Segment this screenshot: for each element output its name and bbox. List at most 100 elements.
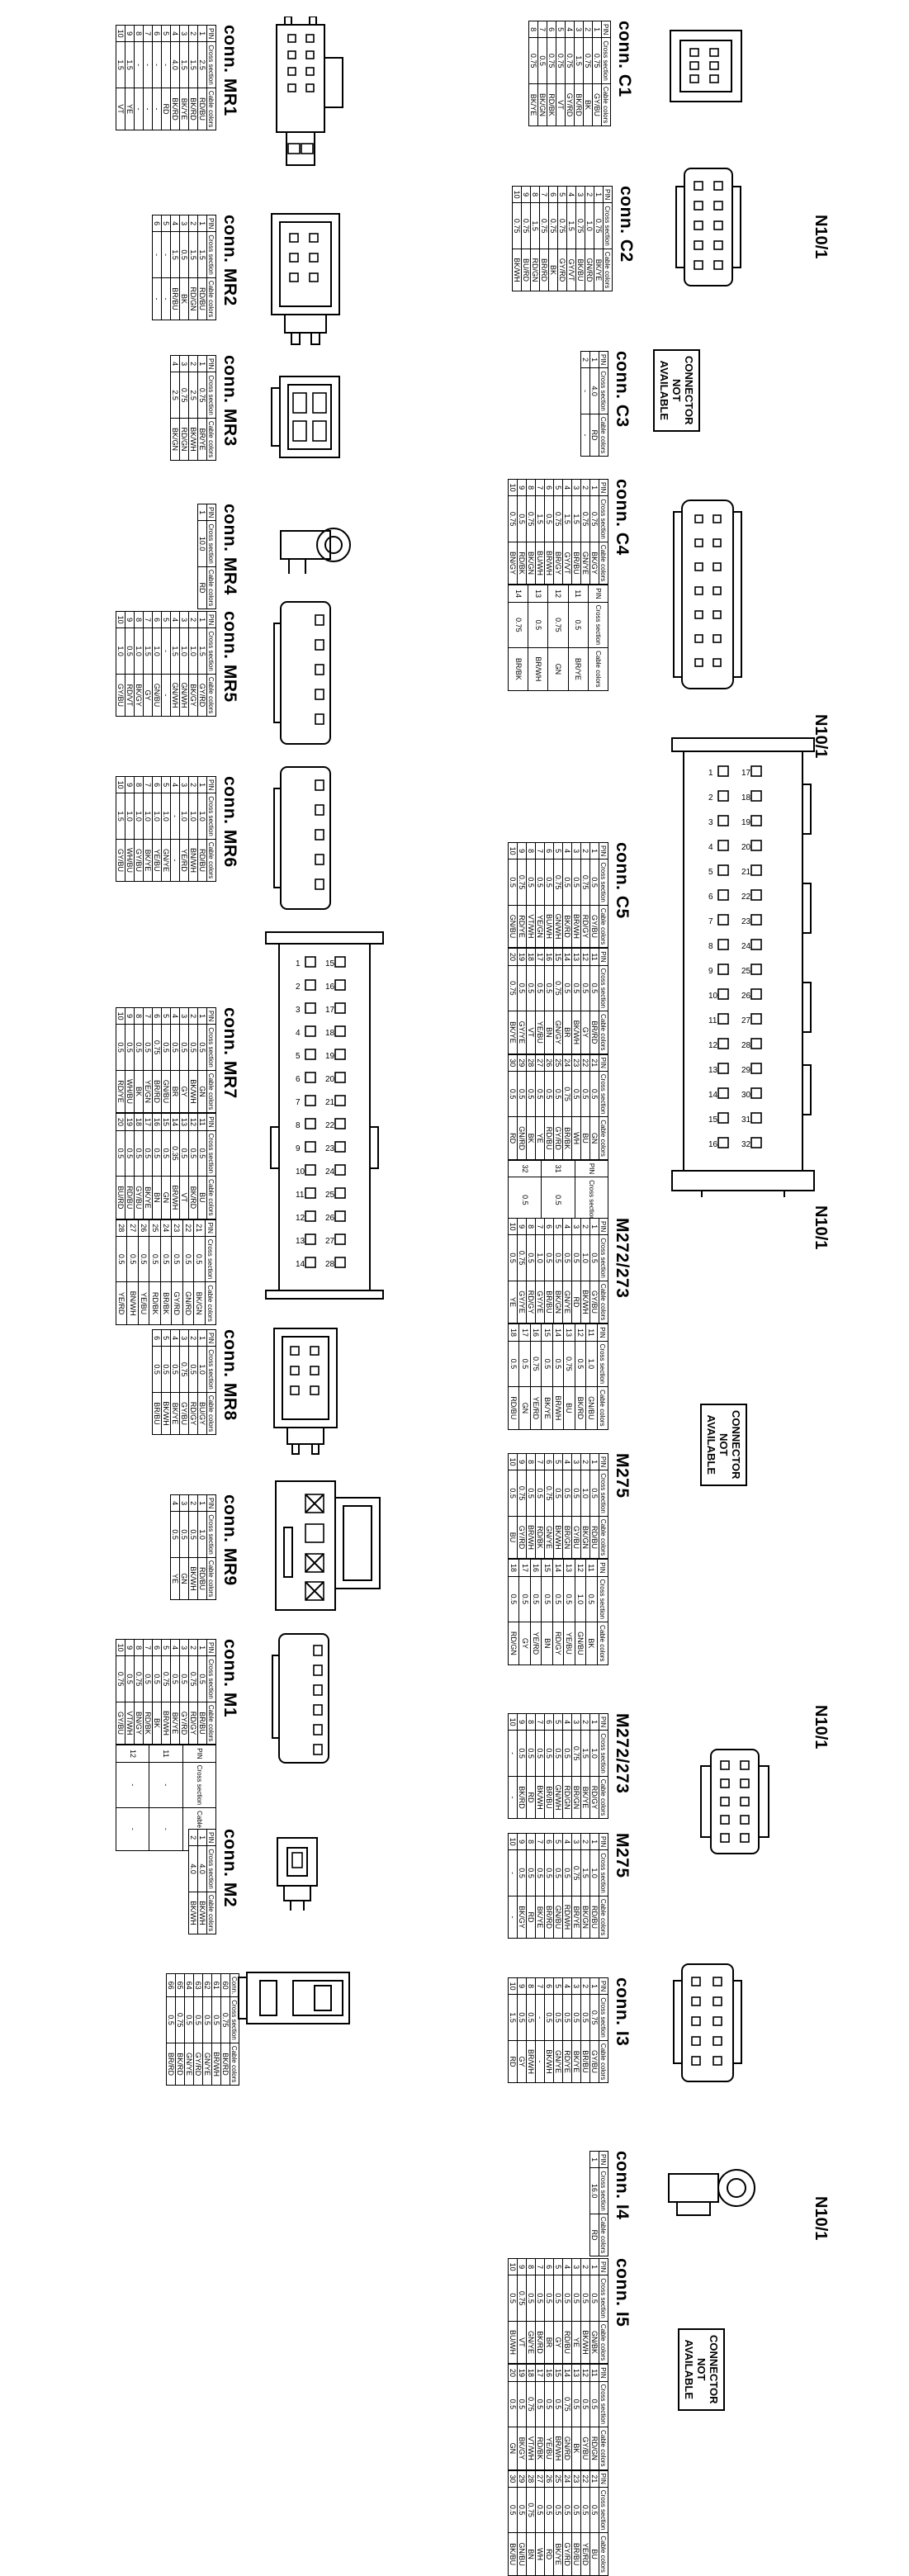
cable-color: BK/GN xyxy=(553,1281,563,1324)
cable-color: BK/YE xyxy=(170,1392,180,1435)
pin-table-header-cell: Cable colors xyxy=(599,1116,608,1160)
cable-color: RD/GY xyxy=(188,1702,198,1745)
pin-table-header-cell: PIN xyxy=(206,25,216,42)
pin-number-label: 16 xyxy=(708,1140,718,1149)
cross-section: 0.75 xyxy=(175,1996,185,2043)
pin-cavity xyxy=(717,864,729,876)
pin-table-header-cell: Cross section xyxy=(206,1511,216,1558)
cable-color: GY xyxy=(179,1070,189,1113)
pin-table-header-cell: Cable colors xyxy=(599,1776,608,1819)
pin-number-label: 10 xyxy=(708,992,718,1001)
pin-number: 11 xyxy=(149,1745,183,1763)
pin-table-header-cell: PIN xyxy=(599,842,608,859)
pin-number: 2 xyxy=(580,1833,590,1850)
pin-cavity xyxy=(334,1049,346,1060)
cross-section: 0.5 xyxy=(143,1655,153,1702)
cross-section: 0.5 xyxy=(589,1470,599,1517)
pin-number: 1 xyxy=(589,351,599,368)
cable-color: BU xyxy=(508,1516,518,1559)
pin-number: 4 xyxy=(170,1639,180,1656)
cross-section: 1.0 xyxy=(589,1730,599,1777)
cable-color: BK/WH xyxy=(512,249,522,291)
connector-c2-drawing xyxy=(675,168,741,286)
pin-cavity xyxy=(750,1112,762,1124)
connector-title: conn. C1 xyxy=(615,21,634,97)
pin-cavity xyxy=(694,634,703,643)
pin-cavity xyxy=(713,586,722,595)
pin-table-header-cell: Cable colors xyxy=(206,1557,216,1600)
cross-section: 0.5 xyxy=(571,2381,581,2427)
pin-table-header-cell: Cross section xyxy=(599,1234,608,1281)
cross-section: 0.5 xyxy=(197,1655,207,1702)
cross-section: 0.5 xyxy=(541,1177,575,1224)
cross-section: 2.5 xyxy=(188,372,198,419)
cable-color: BK/YE xyxy=(170,1702,180,1745)
pin-table-header-cell: Cable colors xyxy=(206,1702,216,1745)
pin-number: 2 xyxy=(188,25,198,42)
cable-color: BR/RD xyxy=(544,1896,554,1939)
cable-color: GY xyxy=(519,1622,531,1665)
cross-section: 0.75 xyxy=(517,1470,527,1517)
pin-table-header-cell: Cross section xyxy=(599,1470,608,1517)
cable-color: BR/WH xyxy=(552,1386,564,1430)
cable-color: BK xyxy=(571,2427,581,2470)
pin-number: 2 xyxy=(188,776,198,793)
cable-color: BK/WH xyxy=(544,2040,554,2083)
pin-number-label: 1 xyxy=(708,769,713,778)
pin-cavity xyxy=(305,1049,316,1060)
pin-number: 3 xyxy=(179,25,189,42)
pin-number: 2 xyxy=(188,1639,198,1656)
pin-number: 10 xyxy=(116,25,125,42)
pin-cavity xyxy=(717,964,729,975)
na-line: CONNECTOR xyxy=(683,356,695,425)
pin-number: 18 xyxy=(508,1324,519,1342)
cross-section: 0.75 xyxy=(508,495,518,542)
cable-color: - xyxy=(508,1776,518,1819)
pin-cavity xyxy=(315,689,324,700)
cross-section: 0.5 xyxy=(182,1236,194,1282)
cable-color: GY xyxy=(143,674,153,717)
pin-cavity xyxy=(313,1664,323,1676)
pin-number: 15 xyxy=(553,2364,563,2382)
pin-cavity xyxy=(305,1187,316,1199)
cable-color: - xyxy=(116,1807,149,1851)
pin-number: 3 xyxy=(575,186,585,203)
cross-section: 1.0 xyxy=(585,1341,598,1387)
cable-color: - xyxy=(170,839,180,882)
pin-cavity xyxy=(313,1645,323,1656)
pin-number: 10 xyxy=(508,1713,518,1731)
pin-number: 29 xyxy=(517,1054,527,1072)
pin-number: 2 xyxy=(188,1007,198,1025)
cable-color: GN/RD xyxy=(562,2427,572,2470)
pin-number-label: 26 xyxy=(741,992,751,1001)
pin-number: 11 xyxy=(589,948,599,966)
cross-section: 0.5 xyxy=(519,1341,531,1387)
pin-number: 11 xyxy=(589,2364,599,2382)
cable-color: GY/BU xyxy=(116,839,125,882)
cross-section: 1.0 xyxy=(152,793,162,840)
cross-section: - xyxy=(170,793,180,840)
